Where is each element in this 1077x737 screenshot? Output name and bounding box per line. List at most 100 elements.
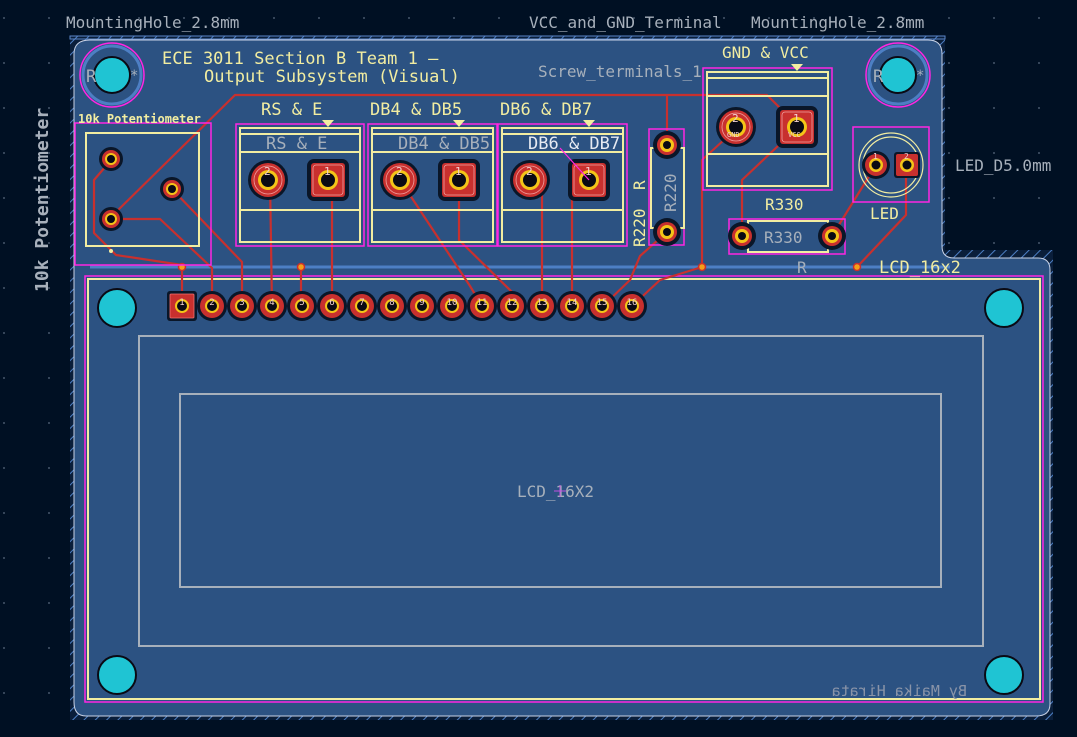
lcd-header-pin[interactable]: 13 bbox=[527, 291, 557, 321]
pad-number: 1 bbox=[793, 112, 800, 125]
resistor-r220[interactable]: R220 R220 R bbox=[630, 128, 685, 247]
mount-star: * bbox=[916, 68, 924, 84]
pad-number: 2 bbox=[732, 112, 739, 125]
lcd-header-pin[interactable]: 7 bbox=[347, 291, 377, 321]
pin-number: 7 bbox=[359, 298, 364, 308]
trace-pot-pin1 bbox=[92, 158, 184, 306]
pot-pad[interactable] bbox=[160, 177, 184, 201]
pad-number: 2 bbox=[396, 165, 403, 178]
terminal-db6-db7[interactable]: DB6 & DB7 2 1 bbox=[497, 120, 628, 247]
r330-pad[interactable] bbox=[728, 222, 756, 250]
pot-pad[interactable] bbox=[99, 207, 123, 231]
r220-ref: R bbox=[630, 180, 649, 190]
trace-pot-pin2 bbox=[112, 217, 214, 306]
lcd-header-pin[interactable]: 2 bbox=[197, 291, 227, 321]
mounting-hole-tl[interactable]: R * bbox=[79, 42, 145, 108]
title-line-1: ECE 3011 Section B Team 1 – bbox=[162, 49, 439, 69]
mount-star: * bbox=[130, 68, 138, 84]
terminal-pad-1[interactable]: 1 bbox=[438, 159, 480, 201]
lcd-header-pin[interactable]: 14 bbox=[557, 291, 587, 321]
lcd-silk-outline bbox=[87, 278, 1041, 700]
lcd-hole-br bbox=[984, 655, 1024, 695]
trace-led-gnd bbox=[856, 165, 908, 268]
terminal-pad-2[interactable]: 2 bbox=[510, 160, 550, 200]
board-edge-cut bbox=[73, 39, 1051, 717]
mount-ref: R bbox=[86, 67, 97, 87]
lcd-header-pin[interactable]: 5 bbox=[287, 291, 317, 321]
lcd-module[interactable] bbox=[84, 275, 1044, 703]
terminal-fab-label: DB6 & DB7 bbox=[528, 134, 620, 154]
r330-fab-label: R330 bbox=[764, 228, 803, 247]
led-pad-2[interactable]: 2 bbox=[894, 152, 920, 178]
pin-number: 8 bbox=[389, 298, 394, 308]
lcd-header-pin[interactable]: 1 bbox=[167, 291, 197, 321]
pad-number: 2 bbox=[264, 165, 271, 178]
pad-number: 2 bbox=[526, 165, 533, 178]
pad-number: 1 bbox=[324, 165, 331, 178]
r220-pad[interactable] bbox=[653, 131, 681, 159]
pin-number: 4 bbox=[269, 298, 274, 308]
lcd-mount-holes bbox=[97, 288, 1024, 695]
pin1-marker-icon bbox=[322, 120, 334, 127]
lcd-header-pin[interactable]: 10 bbox=[437, 291, 467, 321]
via bbox=[697, 262, 707, 272]
lcd-ref: LCD_16x2 bbox=[879, 258, 961, 278]
lcd-hole-bl bbox=[97, 655, 137, 695]
lcd-hole-tr bbox=[984, 288, 1024, 328]
terminal-silk bbox=[501, 127, 624, 243]
pad-number: 1 bbox=[585, 165, 592, 178]
vcc-gnd-terminal-footprint: VCC_and_GND_Terminal bbox=[529, 13, 722, 32]
db4-db5-ref: DB4 & DB5 bbox=[370, 100, 462, 120]
pot-footprint: 10k Potentiometer bbox=[32, 108, 53, 292]
led-courtyard bbox=[852, 126, 930, 203]
lcd-header-pin[interactable]: 15 bbox=[587, 291, 617, 321]
pot-pin1-marker bbox=[109, 249, 113, 253]
r330-pad[interactable] bbox=[818, 222, 846, 250]
mounting-hole-tl-footprint: MountingHole_2.8mm bbox=[66, 13, 239, 32]
r330-ref: R bbox=[797, 258, 807, 277]
lcd-header-pin[interactable]: 4 bbox=[257, 291, 287, 321]
led[interactable]: 1 2 LED bbox=[852, 126, 930, 223]
terminal-silk bbox=[706, 71, 829, 187]
terminal-pad-2[interactable]: 2 bbox=[380, 160, 420, 200]
trace-r220-bottom bbox=[602, 231, 668, 307]
pin-number: 9 bbox=[419, 298, 424, 308]
lcd-header-pin[interactable]: 3 bbox=[227, 291, 257, 321]
pin1-marker-icon bbox=[791, 64, 803, 71]
lcd-center-marker bbox=[554, 485, 566, 497]
lcd-header-pin[interactable]: 9 bbox=[407, 291, 437, 321]
pin-number: 3 bbox=[239, 298, 244, 308]
pin-number: 2 bbox=[209, 298, 214, 308]
lcd-header-pin[interactable]: 12 bbox=[497, 291, 527, 321]
lcd-header-pin[interactable]: 16 bbox=[617, 291, 647, 321]
pad-net: GND bbox=[727, 131, 740, 139]
lcd-header-pin[interactable]: 8 bbox=[377, 291, 407, 321]
lcd-header-pin[interactable]: 11 bbox=[467, 291, 497, 321]
r220-fab-label: R220 bbox=[661, 173, 680, 212]
author-credit: By Maika Hirata bbox=[832, 682, 967, 700]
pin-number: 10 bbox=[447, 298, 458, 308]
pot-pad[interactable] bbox=[99, 147, 123, 171]
led-pad-1[interactable]: 1 bbox=[862, 151, 890, 179]
mount-ref: R bbox=[873, 67, 884, 87]
pad-number: 1 bbox=[455, 165, 462, 178]
resistor-r330[interactable]: R330 R330 R bbox=[728, 195, 846, 277]
terminal-pad-1[interactable]: 1 bbox=[307, 159, 349, 201]
lcd-header-pin[interactable]: 6 bbox=[317, 291, 347, 321]
mount-courtyard bbox=[865, 42, 931, 108]
potentiometer[interactable] bbox=[74, 122, 212, 266]
mounting-hole-tr[interactable]: R * bbox=[865, 42, 931, 108]
led-silk-outer bbox=[858, 132, 924, 198]
terminal-pad-2[interactable]: 2 bbox=[248, 160, 288, 200]
r330-silk-label: R330 bbox=[765, 195, 804, 214]
r220-silk-label: R220 bbox=[630, 208, 649, 247]
pin1-marker-icon bbox=[583, 120, 595, 127]
r220-pad[interactable] bbox=[653, 218, 681, 246]
